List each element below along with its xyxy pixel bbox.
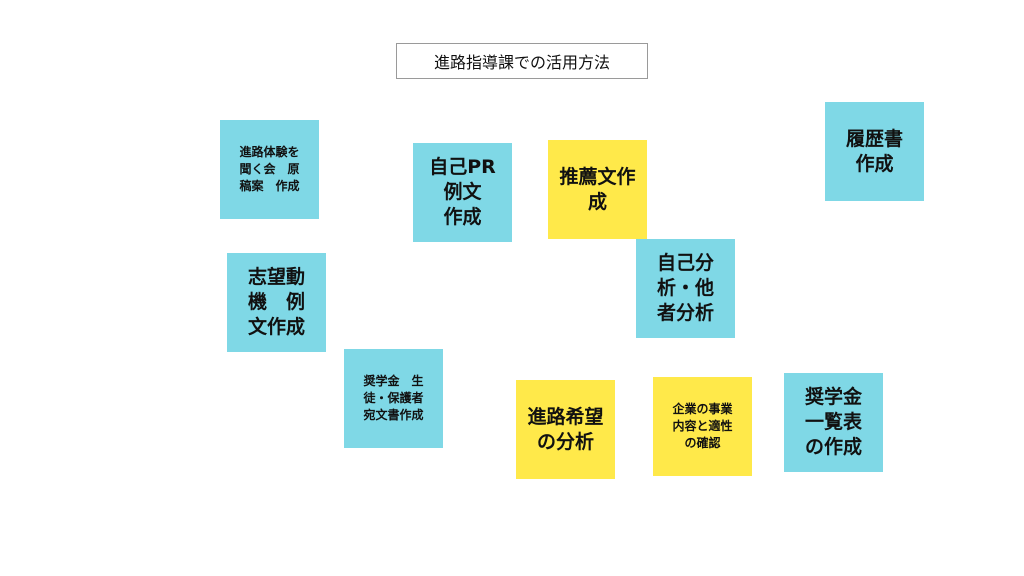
sticky-note-kigyou-kakunin[interactable]: 企業の事業 内容と適性 の確認	[653, 377, 752, 476]
sticky-note-shougaku-atebun[interactable]: 奨学金 生 徒・保護者 宛文書作成	[344, 349, 443, 448]
sticky-note-text: 奨学金 一覧表 の作成	[804, 386, 862, 458]
sticky-note-text: 自己分 析・他 者分析	[656, 252, 714, 324]
sticky-note-text: 進路体験を 聞く会 原 稿案 作成	[239, 145, 300, 193]
sticky-note-shougaku-ichiran[interactable]: 奨学金 一覧表 の作成	[784, 373, 883, 472]
sticky-note-jiko-bunseki[interactable]: 自己分 析・他 者分析	[636, 239, 735, 338]
sticky-note-text: 奨学金 生 徒・保護者 宛文書作成	[363, 374, 424, 422]
page-title: 進路指導課での活用方法	[396, 43, 648, 79]
sticky-note-rirekisho[interactable]: 履歴書 作成	[825, 102, 924, 201]
sticky-note-text: 履歴書 作成	[845, 127, 903, 175]
sticky-note-text: 進路希望 の分析	[527, 405, 604, 453]
sticky-note-text: 推薦文作 成	[559, 165, 636, 213]
sticky-note-text: 企業の事業 内容と適性 の確認	[672, 402, 733, 450]
sticky-note-suisen[interactable]: 推薦文作 成	[548, 140, 647, 239]
sticky-note-kibou-bunseki[interactable]: 進路希望 の分析	[516, 380, 615, 479]
sticky-note-text: 志望動 機 例 文作成	[247, 266, 305, 338]
sticky-note-shibou-douki[interactable]: 志望動 機 例 文作成	[227, 253, 326, 352]
sticky-note-jiko-pr[interactable]: 自己PR 例文 作成	[413, 143, 512, 242]
sticky-note-taiken-genkou[interactable]: 進路体験を 聞く会 原 稿案 作成	[220, 120, 319, 219]
sticky-note-text: 自己PR 例文 作成	[429, 156, 496, 228]
